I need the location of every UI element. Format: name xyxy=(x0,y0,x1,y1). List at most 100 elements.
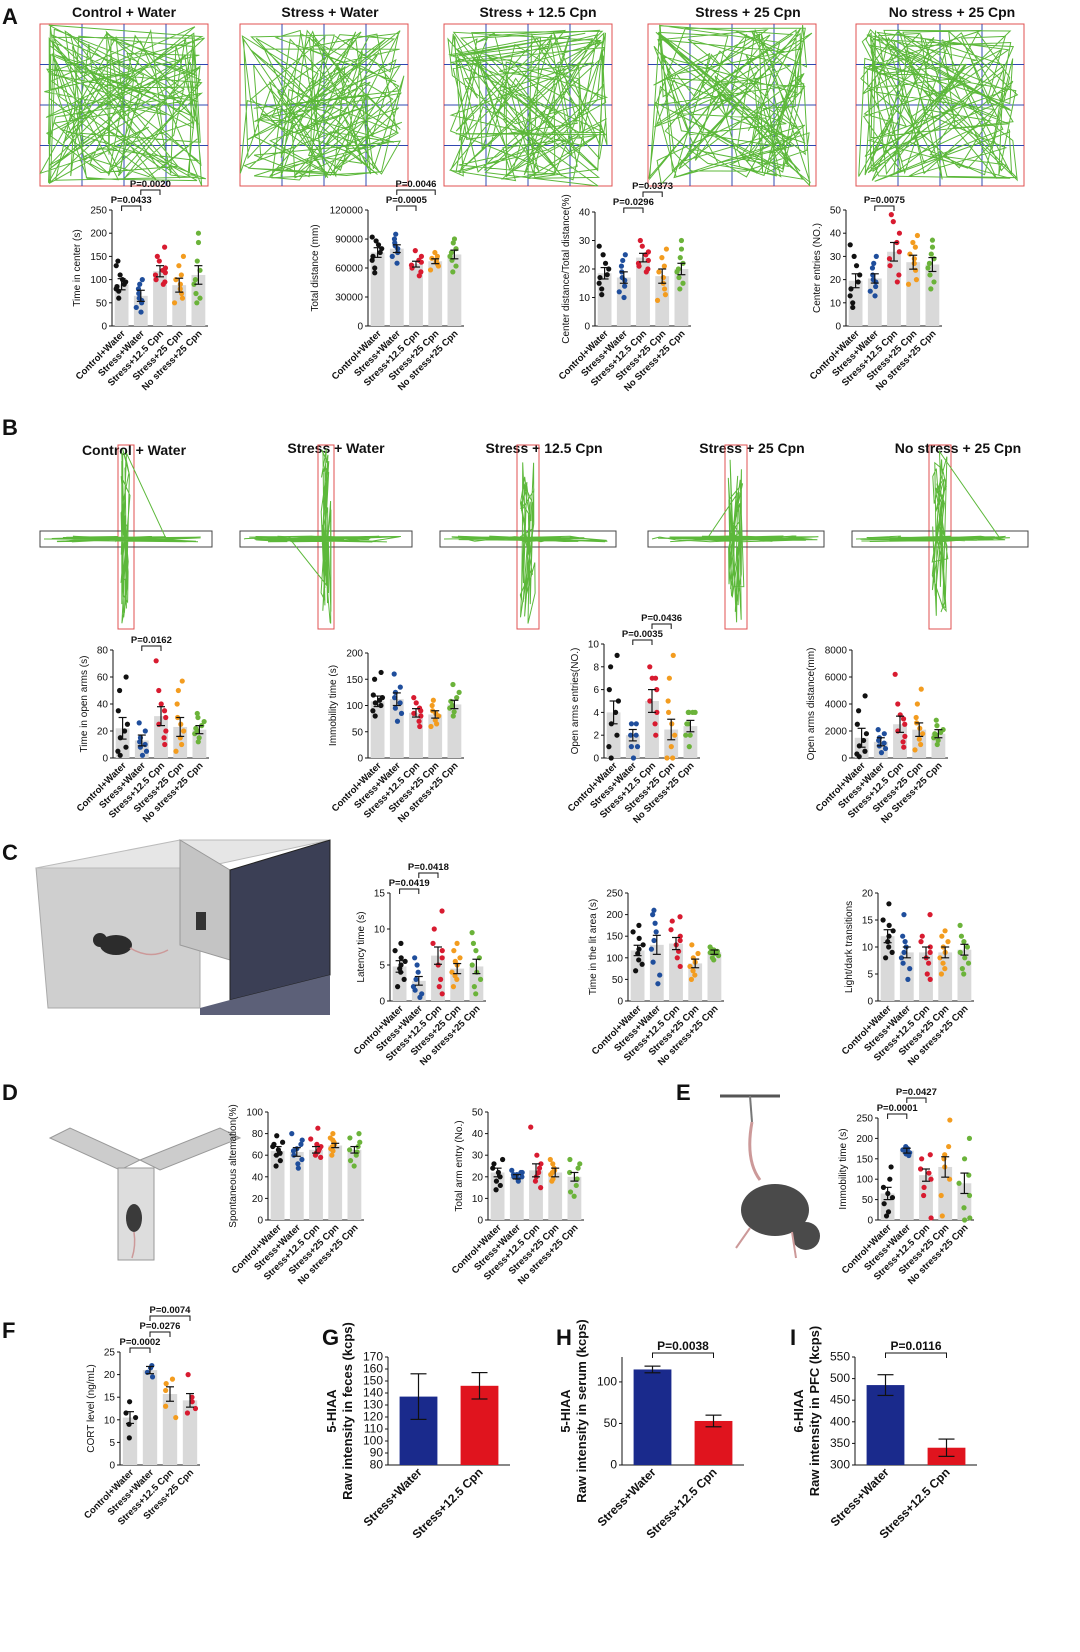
data-point xyxy=(392,240,398,246)
data-point xyxy=(299,1137,305,1143)
bar xyxy=(957,1183,972,1220)
data-point xyxy=(137,739,143,745)
bar xyxy=(688,963,703,1001)
data-point xyxy=(126,1421,132,1427)
data-point xyxy=(448,249,455,256)
data-point xyxy=(347,1147,353,1153)
y-tick-label: 50 xyxy=(472,1108,484,1119)
p-value-label: P=0.0296 xyxy=(613,197,654,208)
data-point xyxy=(651,937,657,944)
y-tick-label: 0 xyxy=(867,1216,873,1227)
data-point xyxy=(318,1143,324,1150)
data-point xyxy=(652,721,658,727)
y-axis-label: Light/dark transitions xyxy=(844,901,855,993)
data-point xyxy=(571,1193,577,1199)
data-point xyxy=(599,292,605,298)
data-point xyxy=(418,253,425,259)
data-point xyxy=(163,1403,169,1409)
data-point xyxy=(184,1410,191,1416)
data-point xyxy=(966,1135,973,1141)
plus-maze-track-4 xyxy=(647,444,825,630)
data-point xyxy=(683,732,689,738)
bar xyxy=(548,1172,563,1220)
data-point xyxy=(274,1133,280,1139)
data-point xyxy=(958,933,965,939)
data-point xyxy=(394,260,400,266)
data-point xyxy=(577,1161,583,1167)
data-point xyxy=(916,736,922,742)
y-tick-label: 0 xyxy=(257,1216,263,1227)
data-point xyxy=(373,238,379,244)
data-point xyxy=(927,272,933,278)
p-value-label: P=0.0116 xyxy=(890,1339,941,1353)
y-tick-label: 250 xyxy=(856,1114,873,1125)
data-point xyxy=(308,1136,314,1142)
data-point xyxy=(962,955,968,961)
data-point xyxy=(939,1213,945,1219)
data-point xyxy=(677,963,683,970)
bar xyxy=(328,1145,343,1220)
data-point xyxy=(121,728,128,734)
y-tick-label: 10 xyxy=(830,298,842,309)
data-point xyxy=(497,1182,503,1189)
data-point xyxy=(636,922,642,929)
data-point xyxy=(550,1161,556,1167)
data-point xyxy=(657,972,663,978)
data-point xyxy=(614,732,620,738)
data-point xyxy=(156,258,162,264)
data-point xyxy=(136,720,142,726)
data-point xyxy=(451,709,457,715)
y-axis-label: Raw intensity in feces (kcps) xyxy=(340,1322,355,1500)
data-point xyxy=(678,237,685,244)
data-point xyxy=(637,237,643,244)
mouse-body xyxy=(100,935,132,955)
y-tick-label: 170 xyxy=(363,1350,383,1364)
data-point xyxy=(412,955,418,961)
data-point xyxy=(675,266,682,272)
data-point xyxy=(450,984,457,990)
y-axis-label: Open arms entries(NO.) xyxy=(570,648,581,755)
bar xyxy=(409,264,423,326)
data-point xyxy=(162,265,169,271)
data-point xyxy=(356,1131,362,1137)
data-point xyxy=(630,755,637,761)
data-point xyxy=(398,940,404,947)
maze-arm-left xyxy=(48,1127,142,1171)
epm-title-2: Stress + Water xyxy=(287,440,385,456)
p-value-label: P=0.0276 xyxy=(140,1321,181,1332)
data-point xyxy=(892,671,898,677)
bar xyxy=(389,248,404,326)
data-point xyxy=(538,1161,544,1167)
y-tick-label: 100 xyxy=(597,1374,617,1388)
significance-bracket xyxy=(140,189,161,195)
data-point xyxy=(894,279,900,285)
y-tick-label: 200 xyxy=(856,1134,873,1145)
chart-title: 6-HIAA xyxy=(791,1389,806,1433)
data-point xyxy=(574,1176,580,1182)
significance-bracket xyxy=(651,623,672,629)
data-point xyxy=(185,1372,191,1378)
data-point xyxy=(114,283,120,290)
data-point xyxy=(911,260,917,266)
data-point xyxy=(919,1156,925,1162)
y-tick-label: 150 xyxy=(90,252,107,263)
data-point xyxy=(850,304,856,311)
data-point xyxy=(880,917,886,923)
p-value-label: P=0.0436 xyxy=(641,613,682,624)
data-point xyxy=(911,256,917,262)
data-point xyxy=(412,248,418,254)
data-point xyxy=(416,718,422,724)
data-point xyxy=(851,253,857,259)
data-point xyxy=(620,257,626,264)
data-point xyxy=(495,1169,502,1176)
data-point xyxy=(942,966,948,972)
data-point xyxy=(934,741,940,748)
data-point xyxy=(469,930,475,936)
data-point xyxy=(898,955,905,961)
data-point xyxy=(439,908,445,914)
data-point xyxy=(940,960,946,966)
data-point xyxy=(707,944,713,950)
